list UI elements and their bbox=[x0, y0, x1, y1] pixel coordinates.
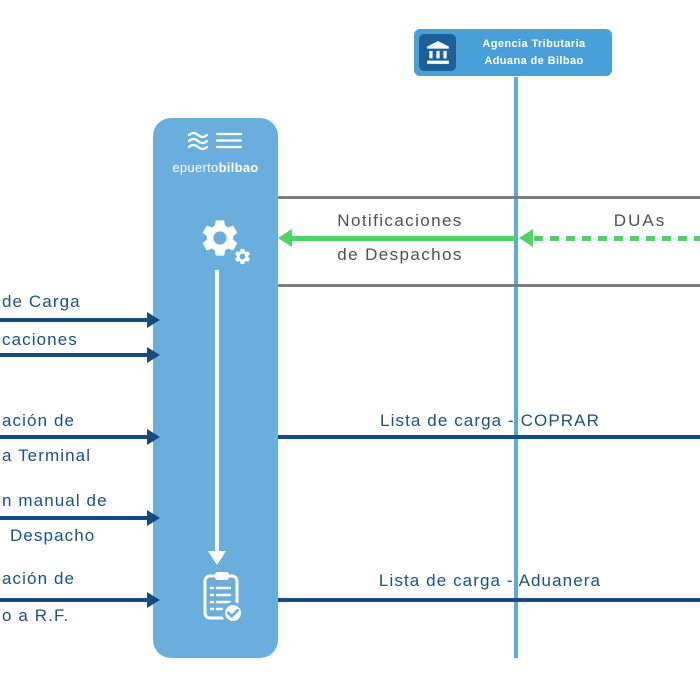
duas-arrow-dashed bbox=[534, 236, 700, 241]
left-arrow-1 bbox=[0, 318, 148, 322]
port-logo-suffix: bilbao bbox=[218, 160, 259, 175]
port-logo-prefix: epuerto bbox=[172, 160, 219, 175]
left-label-acion-de-1: ación de bbox=[2, 411, 76, 430]
bank-icon bbox=[419, 34, 456, 71]
small-gear-icon bbox=[235, 248, 250, 265]
label-duas: DUAs bbox=[613, 211, 667, 230]
left-label-acion-de-2: ación de bbox=[2, 569, 76, 588]
port-logo: epuertobilbao bbox=[153, 130, 278, 175]
left-arrow-1-head-icon bbox=[147, 312, 160, 328]
aduanera-line bbox=[278, 598, 700, 602]
notificaciones-arrow bbox=[290, 236, 516, 241]
label-lista-carga-aduanera: Lista de carga - Aduanera bbox=[378, 571, 602, 590]
process-flow-arrow bbox=[215, 270, 219, 551]
aduana-lifeline bbox=[514, 77, 518, 658]
left-arrow-4-head-icon bbox=[147, 510, 160, 526]
left-label-de-carga: de Carga bbox=[2, 292, 81, 311]
left-arrow-4 bbox=[0, 516, 148, 520]
label-lista-carga-coprar: Lista de carga - COPRAR bbox=[380, 411, 600, 430]
duas-arrowhead-icon bbox=[519, 229, 533, 247]
left-arrow-3-head-icon bbox=[147, 429, 160, 445]
clipboard-check-icon bbox=[203, 572, 244, 624]
left-label-caciones: caciones bbox=[2, 330, 78, 349]
aduana-badge-line2: Aduana de Bilbao bbox=[484, 54, 584, 67]
process-flow-arrowhead-icon bbox=[208, 551, 226, 565]
aduana-badge: Agencia Tributaria Aduana de Bilbao bbox=[414, 29, 612, 76]
left-label-o-a-rf: o a R.F. bbox=[2, 606, 70, 625]
notificaciones-arrowhead-icon bbox=[278, 229, 292, 247]
left-label-a-terminal: a Terminal bbox=[2, 446, 92, 465]
left-label-n-manual-de: n manual de bbox=[2, 491, 108, 510]
left-arrow-2-head-icon bbox=[147, 347, 160, 363]
label-notificaciones-line1: Notificaciones bbox=[337, 211, 463, 230]
aduana-badge-title: Agencia Tributaria Aduana de Bilbao bbox=[456, 36, 612, 69]
coprar-line bbox=[278, 435, 700, 439]
bank-building-glyph bbox=[426, 40, 449, 64]
waves-icon bbox=[187, 131, 242, 151]
left-arrow-2 bbox=[0, 353, 148, 357]
left-arrow-5 bbox=[0, 598, 148, 602]
label-notificaciones-line2: de Despachos bbox=[337, 245, 463, 264]
left-label-despacho: Despacho bbox=[10, 526, 96, 545]
left-arrow-5-head-icon bbox=[147, 592, 160, 608]
aduana-badge-line1: Agencia Tributaria bbox=[482, 38, 586, 50]
left-arrow-3 bbox=[0, 435, 148, 439]
port-logo-text: epuertobilbao bbox=[153, 160, 278, 175]
gear-icon bbox=[202, 220, 238, 256]
